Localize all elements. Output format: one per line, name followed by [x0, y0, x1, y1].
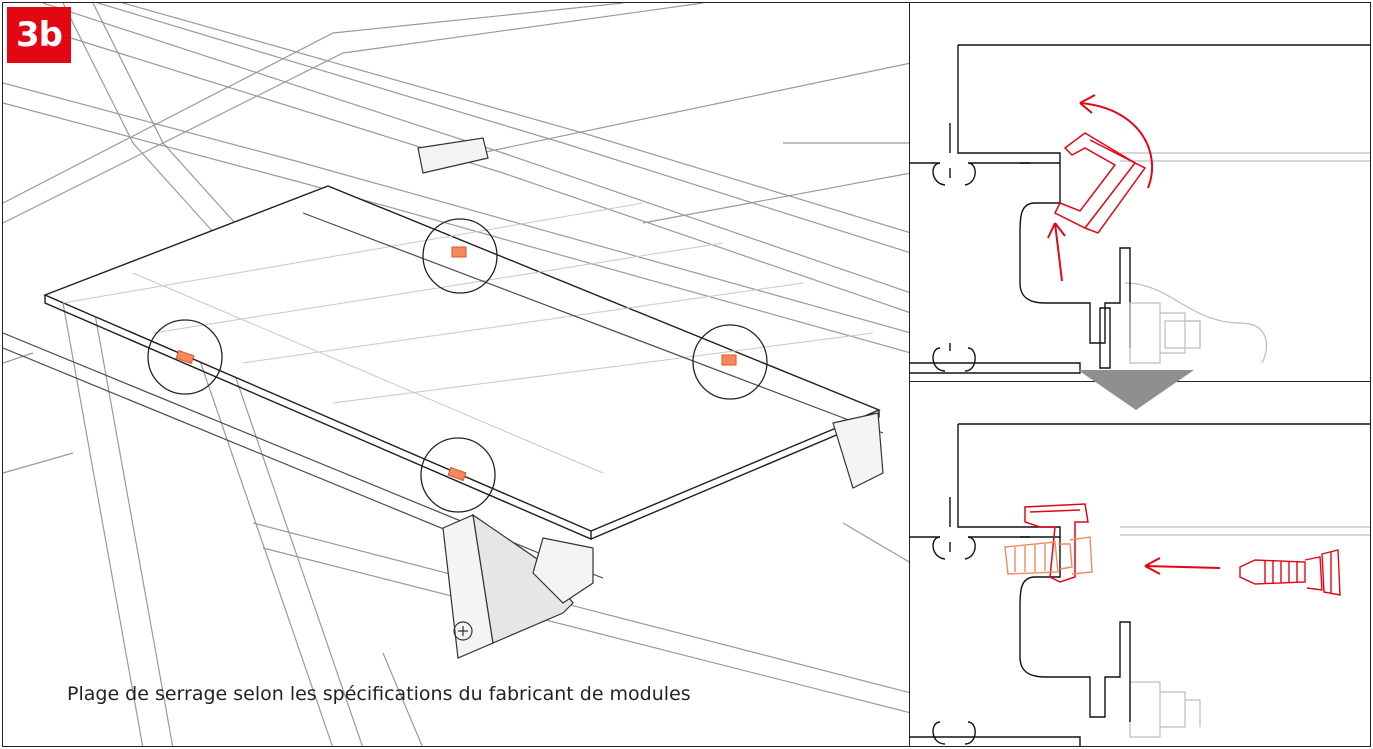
clamp-detail-after: [910, 423, 1370, 746]
caption-text: Plage de serrage selon les spécification…: [67, 683, 691, 705]
rail-profile-after: [910, 423, 1370, 746]
clamp-circle-top: [422, 218, 498, 294]
solar-module: [43, 185, 881, 541]
clamp-highlights: [147, 218, 768, 513]
detail-panel-after: [909, 381, 1371, 747]
step-badge: 3b: [7, 7, 71, 63]
clamp-circle-right: [692, 324, 768, 400]
straight-arrow-icon: [1054, 222, 1063, 282]
mounting-foot: [417, 137, 884, 659]
screw-red: [1239, 549, 1341, 596]
detail-panel-before: [909, 2, 1371, 382]
curved-arrow-icon: [1079, 102, 1153, 189]
clamp-red: [1053, 132, 1147, 234]
clamp-circle-bottom: [420, 437, 496, 513]
clamp-detail-before: [910, 44, 1370, 374]
bolt-inserted: [1004, 536, 1093, 575]
insert-arrow-icon: [1144, 565, 1221, 569]
clamp-red-closed: [1024, 503, 1089, 583]
assembly-drawing: [3, 3, 909, 746]
main-assembly-panel: 3b Plage de serrage selon les spécificat…: [2, 2, 910, 747]
rail-profile: [910, 44, 1370, 374]
clamp-circle-left: [147, 319, 223, 395]
down-triangle-icon: [1078, 370, 1194, 410]
